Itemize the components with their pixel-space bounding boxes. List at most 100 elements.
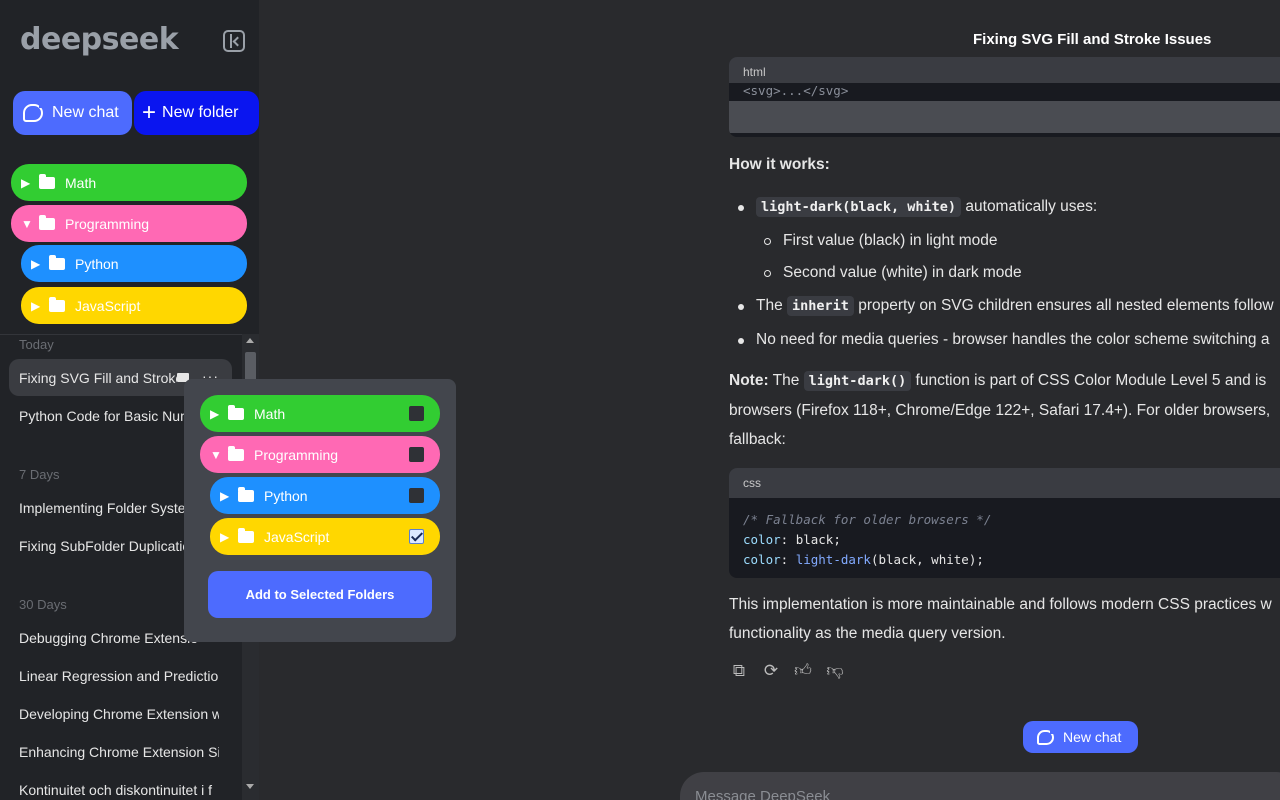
new-folder-label: New folder (162, 104, 239, 121)
bullet (738, 205, 744, 211)
bullet (738, 338, 744, 344)
code-block-css: css /* Fallback for older browsers */ co… (729, 468, 1280, 578)
bullet-2: The inherit property on SVG children ens… (756, 296, 1274, 316)
deepseek-logo: deepseek (20, 22, 179, 57)
chat-item[interactable]: Linear Regression and Prediction (19, 668, 219, 684)
folder-label: JavaScript (264, 528, 330, 545)
popup-folder-math[interactable]: ▶ Math (200, 395, 440, 432)
note-line-3: fallback: (729, 431, 786, 448)
folder-icon (228, 404, 244, 420)
bullet-3: No need for media queries - browser hand… (756, 331, 1270, 348)
folder-checkbox-checked[interactable] (409, 529, 424, 544)
chat-history-list (0, 334, 259, 800)
folder-icon (39, 173, 55, 189)
chat-item[interactable]: Fixing SubFolder Duplicatio (19, 538, 191, 554)
scroll-up-icon[interactable] (246, 338, 254, 343)
move-to-folder-icon[interactable] (177, 373, 189, 382)
folder-checkbox[interactable] (409, 406, 424, 421)
regenerate-icon[interactable]: ⟳ (763, 661, 779, 680)
expand-triangle-icon[interactable]: ▶ (220, 488, 230, 503)
code-value: black (795, 532, 834, 547)
folder-icon (238, 486, 254, 502)
message-input[interactable] (680, 772, 1280, 800)
folder-checkbox[interactable] (409, 488, 424, 503)
code-fn: light-dark (795, 552, 871, 567)
closing-line-2: functionality as the media query version… (729, 625, 1006, 642)
sub-bullet (764, 270, 771, 277)
code-lang-label: html (729, 57, 1280, 87)
folder-label: Python (264, 487, 308, 504)
code-lang-label: css (729, 468, 1280, 498)
folder-icon (39, 214, 55, 230)
new-chat-floating-button[interactable]: New chat (1023, 721, 1138, 753)
sidebar-folder-javascript[interactable]: ▶ JavaScript (21, 287, 247, 324)
folder-icon (228, 445, 244, 461)
add-to-selected-folders-button[interactable]: Add to Selected Folders (208, 571, 432, 618)
popup-folder-programming[interactable]: ▼ Programming (200, 436, 440, 473)
bullet-text: automatically uses: (965, 198, 1098, 215)
bullet-text: The (756, 297, 783, 314)
collapse-sidebar-icon[interactable] (223, 30, 245, 52)
inline-code: inherit (787, 296, 854, 316)
chat-item[interactable]: Fixing SVG Fill and Stroke (19, 370, 177, 386)
code-prop: color (743, 552, 781, 567)
new-folder-button[interactable]: + New folder (134, 91, 259, 135)
popup-folder-python[interactable]: ▶ Python (210, 477, 440, 514)
inline-code: light-dark() (803, 371, 912, 391)
conversation-title: Fixing SVG Fill and Stroke Issues (973, 31, 1212, 48)
bullet (738, 304, 744, 310)
folder-checkbox[interactable] (409, 447, 424, 462)
folder-icon (49, 254, 65, 270)
expand-triangle-icon[interactable]: ▶ (220, 529, 230, 544)
plus-icon: + (142, 99, 157, 126)
scroll-down-icon[interactable] (246, 784, 254, 789)
code-comment: /* Fallback for older browsers */ (743, 512, 992, 527)
folder-label: Math (254, 405, 286, 422)
code-footer (729, 101, 1280, 133)
code-prop: color (743, 532, 781, 547)
note-line-2: browsers (Firefox 118+, Chrome/Edge 122+… (729, 402, 1271, 419)
collapse-triangle-icon[interactable]: ▼ (21, 216, 33, 231)
chat-item[interactable]: Enhancing Chrome Extension Sic (19, 744, 219, 760)
expand-triangle-icon[interactable]: ▶ (31, 298, 41, 313)
sidebar-folder-math[interactable]: ▶ Math (11, 164, 247, 201)
section-30-days: 30 Days (19, 597, 67, 612)
chat-item[interactable]: Python Code for Basic Num (19, 408, 192, 424)
chat-item[interactable]: Debugging Chrome Extensio (19, 630, 198, 646)
new-chat-icon (23, 100, 47, 122)
new-chat-label: New chat (1063, 729, 1122, 745)
message-placeholder: Message DeepSeek (695, 788, 831, 800)
expand-triangle-icon[interactable]: ▶ (210, 406, 220, 421)
sidebar-folder-python[interactable]: ▶ Python (21, 245, 247, 282)
folder-label: Math (65, 174, 97, 191)
note-line-1: Note: The light-dark() function is part … (729, 371, 1266, 391)
chat-item[interactable]: Developing Chrome Extension w (19, 706, 219, 722)
new-chat-button[interactable]: New chat (13, 91, 132, 135)
section-7-days: 7 Days (19, 467, 60, 482)
sidebar-folder-programming[interactable]: ▼ Programming (11, 205, 247, 242)
new-chat-label: New chat (52, 104, 119, 121)
code-args: black, white (878, 552, 969, 567)
folder-icon (238, 527, 254, 543)
code-line: <svg>...</svg> (729, 83, 1280, 101)
collapse-triangle-icon[interactable]: ▼ (210, 447, 222, 462)
sub-bullet-1: First value (black) in light mode (783, 232, 998, 249)
sub-bullet (764, 238, 771, 245)
thumbs-down-icon[interactable]: 👎︎ (826, 661, 844, 680)
folder-label: JavaScript (75, 297, 141, 314)
chat-item[interactable]: Implementing Folder Syste (19, 500, 186, 516)
thumbs-up-icon[interactable]: 👍︎ (794, 661, 812, 680)
popup-folder-javascript[interactable]: ▶ JavaScript (210, 518, 440, 555)
new-chat-icon (1037, 725, 1058, 745)
inline-code: light-dark(black, white) (756, 197, 962, 217)
code-line: color: black; (743, 532, 841, 547)
expand-triangle-icon[interactable]: ▶ (21, 175, 31, 190)
expand-triangle-icon[interactable]: ▶ (31, 256, 41, 271)
how-it-works-heading: How it works: (729, 156, 830, 173)
main-content: Fixing SVG Fill and Stroke Issues html <… (259, 0, 1280, 800)
chat-item[interactable]: Kontinuitet och diskontinuitet i f (19, 782, 213, 798)
folder-icon (49, 296, 65, 312)
copy-icon[interactable]: ⧉ (732, 661, 746, 680)
closing-line-1: This implementation is more maintainable… (729, 596, 1272, 613)
section-today: Today (19, 337, 54, 352)
